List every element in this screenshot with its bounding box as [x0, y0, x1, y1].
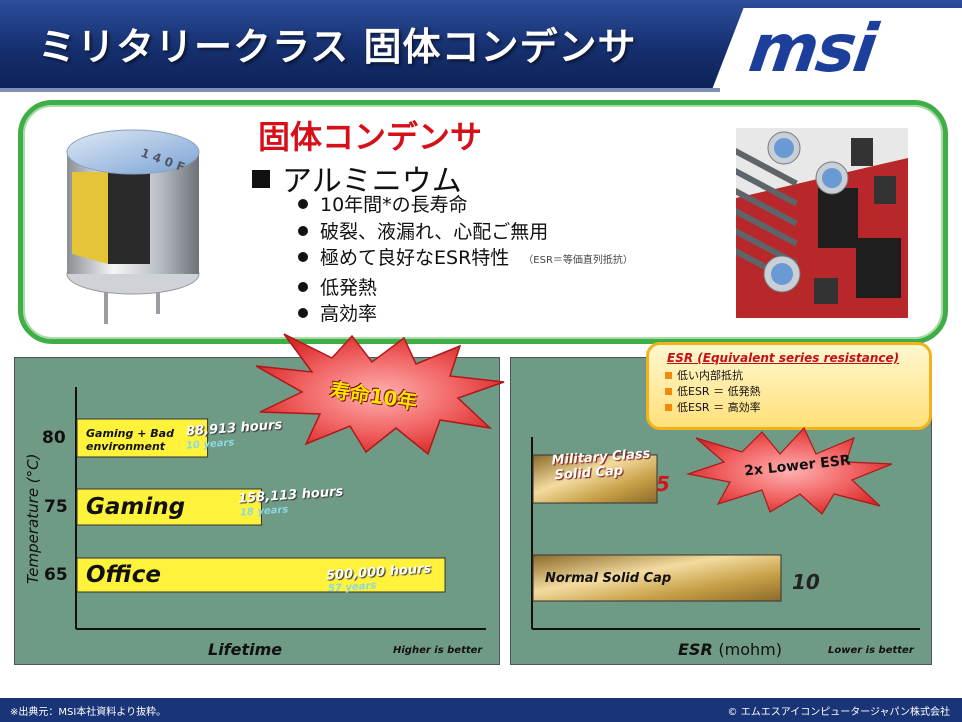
section-title: アルミニウム	[252, 156, 462, 200]
square-bullet-icon	[665, 372, 672, 379]
source-note: ※出典元：MSI本社資料より抜粋。	[10, 707, 167, 718]
esr-callout: ESR (Equivalent series resistance) 低い内部抵…	[646, 342, 932, 430]
bullet-icon	[298, 281, 308, 292]
y-tick-label: 80	[42, 428, 66, 448]
capacitor-core	[108, 172, 150, 264]
list-item: 10年間*の長寿命	[298, 192, 633, 219]
data-label: 10	[792, 570, 820, 594]
header-divider	[0, 88, 720, 92]
capacitor-top	[66, 129, 200, 175]
capacitor-cutaway	[72, 172, 108, 264]
y-tick-label: 75	[44, 497, 68, 517]
bar	[532, 454, 658, 504]
bar-label: Gaming	[86, 494, 186, 520]
esr-callout-list: 低い内部抵抗 低ESR ＝ 低発熱 低ESR ＝ 高効率	[665, 368, 929, 416]
msi-logo: msi	[744, 10, 881, 87]
lifetime-starburst	[255, 333, 505, 456]
list-item: 低ESR ＝ 低発熱	[665, 384, 929, 400]
panel-heading: 固体コンデンサ	[258, 118, 483, 156]
lifetime-chart-bars	[75, 387, 486, 630]
bar-label: Normal Solid Cap	[545, 571, 672, 586]
chart-note: Lower is better	[828, 645, 914, 656]
motherboard-photo	[736, 128, 908, 318]
x-axis-title: ESR (mohm)	[678, 640, 782, 659]
bar	[532, 554, 782, 602]
bullet-icon	[298, 308, 308, 318]
list-item: 高効率	[298, 301, 633, 328]
list-item: 極めて良好なESR特性（ESR＝等価直列抵抗）	[298, 245, 633, 275]
data-label: 5	[656, 472, 670, 496]
list-item: 低い内部抵抗	[665, 368, 929, 384]
bullet-icon	[298, 225, 308, 236]
feature-list: 10年間*の長寿命 破裂、液漏れ、心配ご無用 極めて良好なESR特性（ESR＝等…	[298, 192, 633, 328]
square-bullet-icon	[665, 388, 672, 395]
square-bullet-icon	[252, 170, 270, 188]
bullet-icon	[298, 252, 308, 262]
bar	[76, 488, 262, 526]
logo-background	[708, 8, 962, 100]
copyright: © エムエスアイコンピュータージャパン株式会社	[727, 707, 950, 718]
capacitor-illustration: 1 4 0 F	[66, 129, 200, 324]
y-tick-label: 65	[44, 565, 68, 585]
bar-label: Office	[86, 562, 161, 588]
bar	[76, 418, 209, 458]
square-bullet-icon	[665, 404, 672, 411]
esr-chart-bars	[531, 437, 920, 630]
esr-starburst	[685, 426, 893, 515]
bullet-icon	[298, 199, 308, 209]
footer-bar	[0, 698, 962, 722]
esr-callout-title: ESR (Equivalent series resistance)	[667, 351, 900, 365]
esr-footnote: （ESR＝等価直列抵抗）	[523, 255, 633, 266]
list-item: 低発熱	[298, 275, 633, 302]
slide-title: ミリタリークラス 固体コンデンサ	[38, 25, 637, 69]
chart-note: Higher is better	[393, 645, 483, 656]
list-item: 破裂、液漏れ、心配ご無用	[298, 219, 633, 246]
list-item: 低ESR ＝ 高効率	[665, 400, 929, 416]
bar	[76, 557, 446, 593]
x-axis-title: Lifetime	[208, 640, 283, 659]
bar-label: Gaming + Bad environment	[86, 427, 174, 453]
